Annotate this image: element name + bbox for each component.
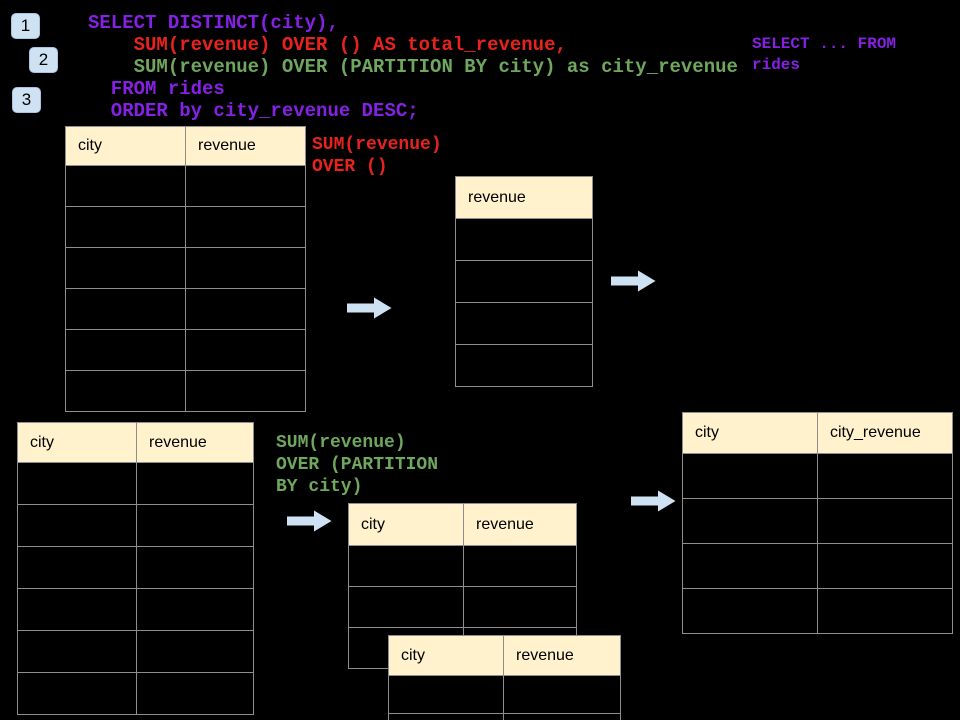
sql-query-code: SELECT DISTINCT(city), SUM(revenue) OVER… [88,12,738,122]
table-row [65,247,306,289]
empty-cell [503,713,621,720]
flow-right-arrow-icon-4 [631,489,677,513]
table-row [17,630,254,673]
empty-cell [817,498,953,544]
table-row [682,588,953,634]
table-row [65,206,306,248]
empty-cell [682,498,818,544]
table-row [455,344,593,387]
table-row [682,453,953,499]
empty-cell [682,543,818,589]
empty-cell [455,302,593,345]
table-row [682,543,953,589]
empty-cell [65,329,186,371]
table-row [17,672,254,715]
empty-cell [682,453,818,499]
empty-cell [17,462,137,505]
column-header: city [17,422,137,463]
empty-cell [817,453,953,499]
column-header: revenue [455,176,593,219]
empty-cell [463,545,577,587]
step-badge-1: 1 [11,13,40,39]
empty-cell [65,206,186,248]
empty-cell [388,713,504,720]
empty-cell [463,586,577,628]
table-row [65,329,306,371]
empty-cell [136,462,254,505]
table-row [65,288,306,330]
column-header: city [65,126,186,166]
table-row [17,588,254,631]
empty-cell [185,288,306,330]
empty-cell [136,504,254,547]
table-row [455,260,593,303]
table-row [65,165,306,207]
column-header: city_revenue [817,412,953,454]
column-header: revenue [185,126,306,166]
empty-cell [65,288,186,330]
column-header: city [682,412,818,454]
table-row [348,586,577,628]
flow-right-arrow-icon-3 [287,509,333,533]
table-row [17,546,254,589]
empty-cell [185,247,306,289]
empty-cell [136,630,254,673]
column-header: revenue [136,422,254,463]
empty-cell [817,543,953,589]
empty-cell [65,247,186,289]
flow-right-arrow-icon-1 [347,296,393,320]
empty-cell [17,588,137,631]
empty-cell [65,370,186,412]
empty-cell [682,588,818,634]
column-header: city [388,635,504,676]
table-row [17,504,254,547]
column-header: revenue [503,635,621,676]
column-header: revenue [463,503,577,546]
table-row [17,462,254,505]
empty-cell [136,672,254,715]
empty-cell [348,586,464,628]
sum-over-total-annotation: SUM(revenue)OVER () [312,135,442,177]
empty-cell [17,672,137,715]
empty-cell [185,370,306,412]
table-row [682,498,953,544]
empty-cell [185,329,306,371]
empty-cell [388,675,504,714]
empty-cell [455,218,593,261]
total-revenue-table: revenue [455,176,593,387]
flow-right-arrow-icon-2 [611,269,657,293]
empty-cell [136,588,254,631]
step-badge-3: 3 [12,87,41,113]
empty-cell [503,675,621,714]
empty-cell [65,165,186,207]
table-row [455,302,593,345]
empty-cell [185,165,306,207]
empty-cell [817,588,953,634]
empty-cell [17,630,137,673]
empty-cell [185,206,306,248]
table-row [348,545,577,587]
table-row [65,370,306,412]
table-row [388,675,621,714]
empty-cell [17,504,137,547]
empty-cell [455,260,593,303]
empty-cell [136,546,254,589]
table-row [388,713,621,720]
empty-cell [455,344,593,387]
step-badge-2: 2 [29,47,58,73]
empty-cell [348,545,464,587]
table-row [455,218,593,261]
column-header: city [348,503,464,546]
empty-cell [17,546,137,589]
